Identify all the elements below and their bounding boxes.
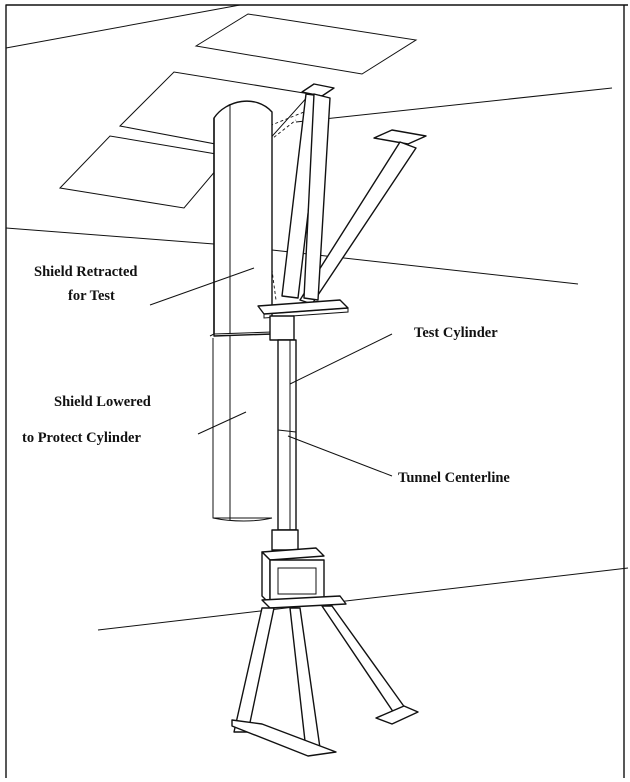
leader-lines xyxy=(149,267,393,477)
strut-mounting-plate xyxy=(257,299,349,319)
test-cylinder xyxy=(269,315,299,551)
upper-support-struts xyxy=(281,93,417,305)
frame xyxy=(5,4,628,778)
tunnel-ceiling xyxy=(5,4,613,123)
label-shield-lowered-line1: Shield Lowered xyxy=(54,394,151,410)
pedestal-box xyxy=(261,547,347,609)
floor-support-legs xyxy=(231,605,419,757)
label-shield-lowered-line2: to Protect Cylinder xyxy=(22,430,141,446)
label-tunnel-centerline: Tunnel Centerline xyxy=(398,470,510,486)
label-shield-retracted-line2: for Test xyxy=(68,288,115,304)
label-test-cylinder: Test Cylinder xyxy=(414,325,498,341)
label-shield-retracted-line1: Shield Retracted xyxy=(34,264,138,280)
tunnel-walls xyxy=(5,227,629,631)
